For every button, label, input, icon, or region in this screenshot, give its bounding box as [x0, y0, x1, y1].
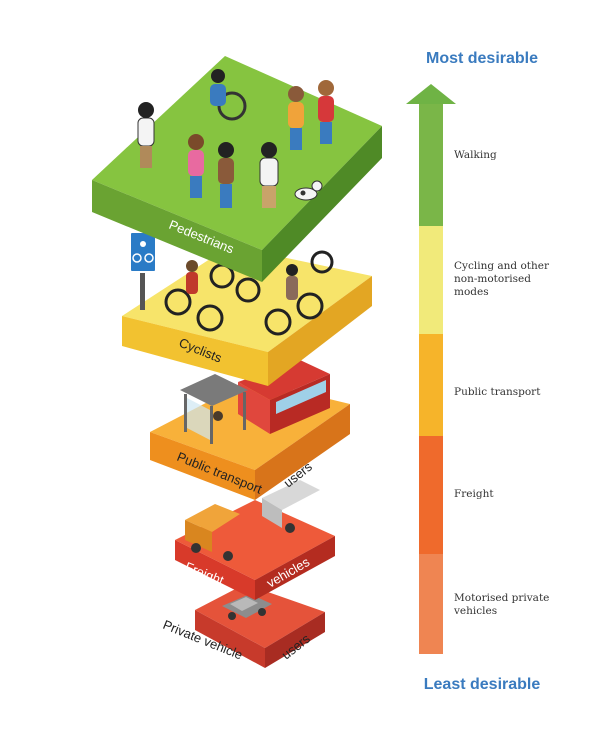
scale-label-cycling: Cycling and other non-motorised modes	[454, 260, 550, 298]
truck-icon	[185, 480, 320, 561]
cyclist-icon	[264, 264, 324, 336]
tier-cyclists: Cyclists	[122, 246, 372, 386]
scale-band-public-transport	[419, 334, 443, 436]
pedestrian-icon	[218, 142, 234, 208]
scale-label-private-vehicles: Motorised private vehicles	[454, 592, 550, 617]
least-desirable-label: Least desirable	[423, 676, 541, 693]
wheelchair-user-icon	[210, 69, 247, 121]
tier-pedestrians: Pedestrians	[92, 56, 382, 282]
scale-label-walking: Walking	[454, 149, 497, 161]
scale-label-public-transport: Public transport	[454, 386, 541, 398]
scale-band-private-vehicles	[419, 554, 443, 654]
pedestrian-icon	[259, 142, 279, 208]
scale-band-cycling	[419, 226, 443, 334]
scale-band-freight	[419, 436, 443, 554]
car-icon	[222, 594, 272, 620]
cyclist-icon	[164, 260, 224, 332]
most-desirable-label: Most desirable	[425, 50, 539, 67]
desirability-scale	[406, 84, 456, 654]
bus-shelter-icon	[180, 374, 248, 444]
pedestrian-icon	[137, 102, 155, 168]
scale-label-freight: Freight	[454, 488, 494, 500]
pedestrian-icon	[288, 86, 304, 150]
pedestrian-icon	[318, 80, 334, 144]
scale-band-walking	[419, 104, 443, 226]
tier-private-vehicle: Private vehicle users	[161, 584, 325, 668]
dog-icon	[294, 180, 323, 201]
tier-freight: Freight vehicles	[175, 480, 335, 600]
pedestrian-icon	[188, 134, 204, 198]
